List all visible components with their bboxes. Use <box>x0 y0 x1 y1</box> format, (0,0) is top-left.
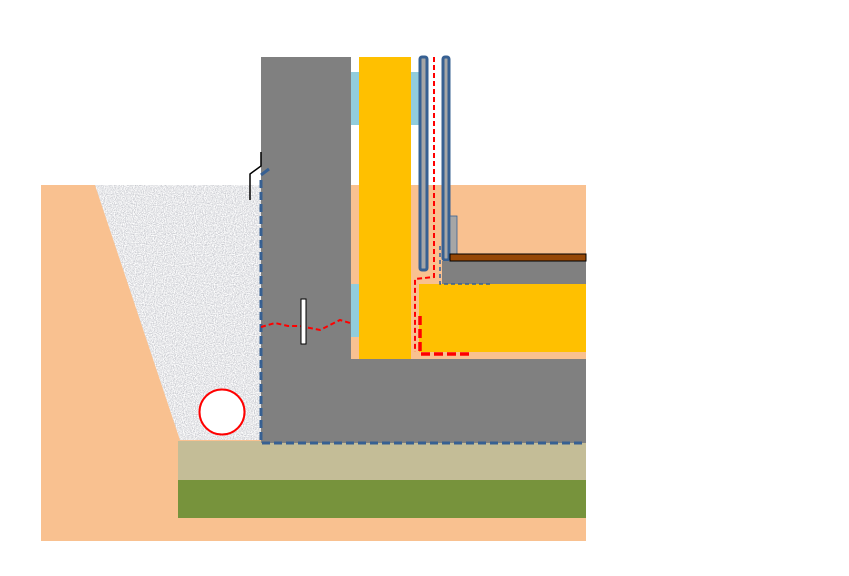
membrane-termination <box>260 167 270 177</box>
thermal-break-bottom <box>351 284 359 337</box>
thermal-break-top <box>351 72 359 125</box>
waterproof-membrane <box>259 180 586 445</box>
wall-panel-inner <box>441 55 451 262</box>
floor-screed <box>442 261 586 284</box>
termination-flashing <box>249 152 262 200</box>
sand-layer <box>178 441 586 480</box>
floor-insulation <box>419 284 586 352</box>
skirting-board <box>449 215 458 261</box>
screed-membrane <box>439 246 490 285</box>
wall-insulation <box>359 57 411 359</box>
vapour-barrier <box>414 57 435 352</box>
subgrade-layer <box>178 480 586 518</box>
drain-pipe-icon <box>198 388 246 436</box>
floor-finish <box>449 253 587 262</box>
vapour-barrier-floor <box>418 316 471 356</box>
wall-panel-outer <box>418 55 429 272</box>
concrete-slab <box>261 359 586 443</box>
waterstop <box>300 298 307 345</box>
crack-line <box>260 318 351 332</box>
gravel-backfill <box>95 185 261 440</box>
thermal-break-inner <box>411 72 419 125</box>
